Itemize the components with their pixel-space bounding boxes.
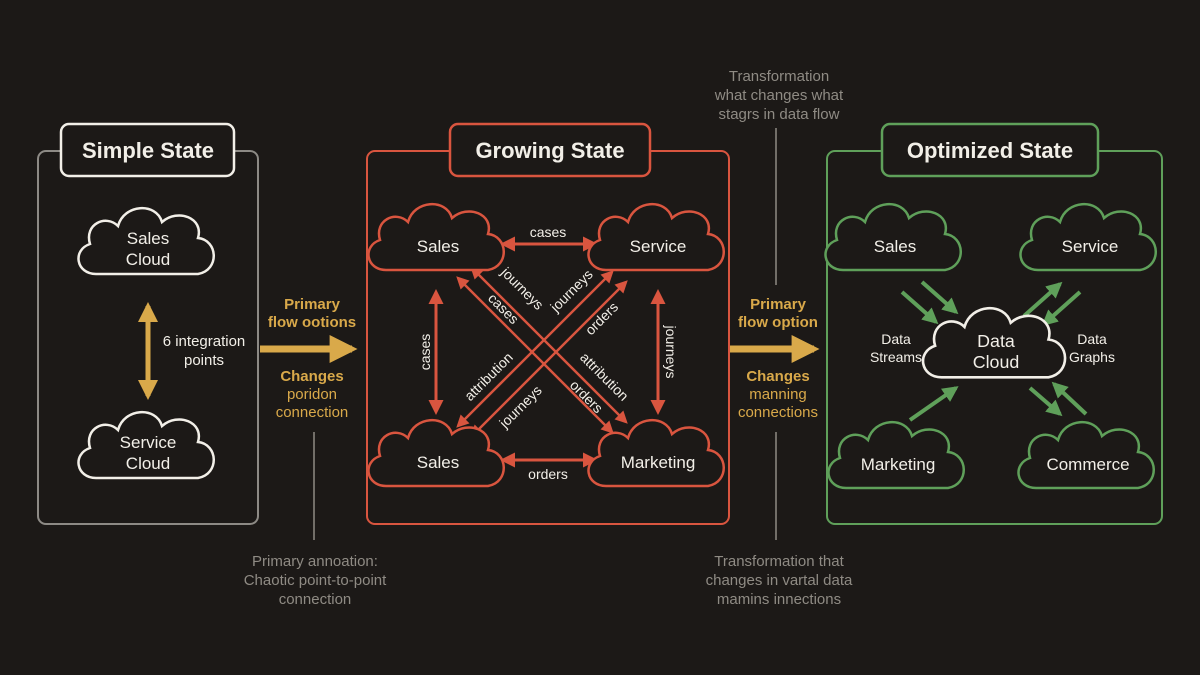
growing-node-sales-top: Sales	[367, 202, 506, 272]
sales-cloud-node: Sales Cloud	[77, 206, 216, 276]
diag-b-label-1: journeys	[546, 266, 595, 315]
data-cloud-hub: Data Cloud	[921, 306, 1067, 379]
growing-node-sales-bottom-label: Sales	[417, 453, 460, 472]
growing-node-sales-top-label: Sales	[417, 237, 460, 256]
optimized-state-panel: Optimized State Data Streams Data Graphs…	[824, 122, 1163, 525]
data-cloud-label-line1: Data	[977, 331, 1015, 351]
arrow-commerce-to-datacloud	[1051, 381, 1088, 416]
arrow-sales-to-datacloud-2	[920, 280, 959, 315]
diag-b-line2	[470, 280, 628, 438]
integration-label-line2: points	[184, 352, 224, 369]
annotation-bottom-left-line1: Primary annoation:	[252, 553, 378, 570]
optimized-node-commerce: Commerce	[1017, 420, 1156, 490]
optimized-node-sales: Sales	[824, 202, 963, 272]
annotation-bottom-right-line2: changes in vartal data	[706, 572, 853, 589]
integration-label-line1: 6 integration	[163, 333, 246, 350]
arrow-datacloud-to-commerce	[1028, 386, 1063, 417]
annotation-bottom-right-line1: Transformation that	[714, 553, 844, 570]
data-cloud-label-line2: Cloud	[973, 352, 1020, 372]
data-graphs-label-line2: Graphs	[1069, 349, 1115, 365]
growing-node-service-label: Service	[630, 237, 687, 256]
data-streams-label-line2: Streams	[870, 349, 922, 365]
data-streams-label-line1: Data	[881, 331, 911, 347]
optimized-state-title-box	[880, 122, 1100, 178]
annotation-top-right-line2: what changes what	[714, 87, 844, 104]
flow-left-title-line1: Primary	[284, 296, 341, 313]
annotation-bottom-left-line2: Chaotic point-to-point	[244, 572, 387, 589]
data-graphs-label-line1: Data	[1077, 331, 1107, 347]
optimized-node-marketing: Marketing	[827, 420, 966, 490]
growing-state-title-box	[448, 122, 652, 178]
service-cloud-label-line1: Service	[120, 433, 177, 452]
sales-cloud-label-line2: Cloud	[126, 250, 170, 269]
simple-state-title: Simple State	[82, 138, 214, 163]
flow-right-sub-line2: manning	[749, 386, 807, 403]
simple-state-panel: Simple State Sales Cloud Service Cloud 6…	[37, 122, 259, 525]
optimized-node-service: Service	[1019, 202, 1158, 272]
flow-right-sub-line3: connections	[738, 404, 818, 421]
growing-state-panel: Growing State cases orders cases journey…	[366, 122, 730, 525]
flow-left-title-line2: flow ootions	[268, 314, 356, 331]
simple-state-title-box	[59, 122, 236, 178]
growing-node-sales-bottom: Sales	[367, 418, 506, 488]
flow-left-sub-line3: connection	[276, 404, 349, 421]
growing-node-marketing-label: Marketing	[621, 453, 696, 472]
optimized-state-title: Optimized State	[907, 138, 1073, 163]
growing-state-title: Growing State	[475, 138, 624, 163]
arrow-datacloud-to-service-1	[1022, 281, 1063, 318]
growing-node-marketing: Marketing	[587, 418, 726, 488]
flow-left: Primary flow ootions Changes poridon con…	[260, 296, 358, 540]
diag-a-label-2: cases	[485, 290, 522, 327]
arrow-marketing-to-datacloud	[908, 386, 959, 422]
edge-right-label: journeys	[663, 325, 679, 379]
service-cloud-node: Service Cloud	[77, 410, 216, 480]
service-cloud-label-line2: Cloud	[126, 454, 170, 473]
edge-left-label: cases	[417, 334, 433, 371]
flow-left-sub-line2: poridon	[287, 386, 337, 403]
flow-right-title-line2: flow option	[738, 314, 818, 331]
annotation-bottom-right-line3: mamins innections	[717, 591, 841, 608]
annotation-top-right-line1: Transformation	[729, 68, 829, 85]
edge-bottom-label: orders	[528, 466, 568, 482]
diag-b-label-2: orders	[582, 299, 621, 338]
optimized-node-sales-label: Sales	[874, 237, 917, 256]
flow-left-sub-line1: Changes	[280, 368, 343, 385]
arrow-sales-to-datacloud-1	[900, 290, 939, 325]
optimized-node-marketing-label: Marketing	[861, 455, 936, 474]
flow-right-title-line1: Primary	[750, 296, 807, 313]
optimized-node-service-label: Service	[1062, 237, 1119, 256]
annotation-top-right-line3: stagrs in data flow	[719, 106, 840, 123]
annotation-bottom-left-line3: connection	[279, 591, 352, 608]
sales-cloud-label-line1: Sales	[127, 229, 170, 248]
annotation-bottom-left: Primary annoation: Chaotic point-to-poin…	[244, 553, 387, 608]
growing-node-service: Service	[587, 202, 726, 272]
annotation-bottom-right: Transformation that changes in vartal da…	[706, 553, 853, 608]
annotation-top-right: Transformation what changes what stagrs …	[714, 68, 844, 123]
flow-right: Primary flow option Changes manning conn…	[730, 128, 820, 540]
flow-right-sub-line1: Changes	[746, 368, 809, 385]
arrow-service-to-datacloud	[1041, 290, 1082, 327]
optimized-node-commerce-label: Commerce	[1046, 455, 1129, 474]
edge-top-label: cases	[530, 224, 567, 240]
